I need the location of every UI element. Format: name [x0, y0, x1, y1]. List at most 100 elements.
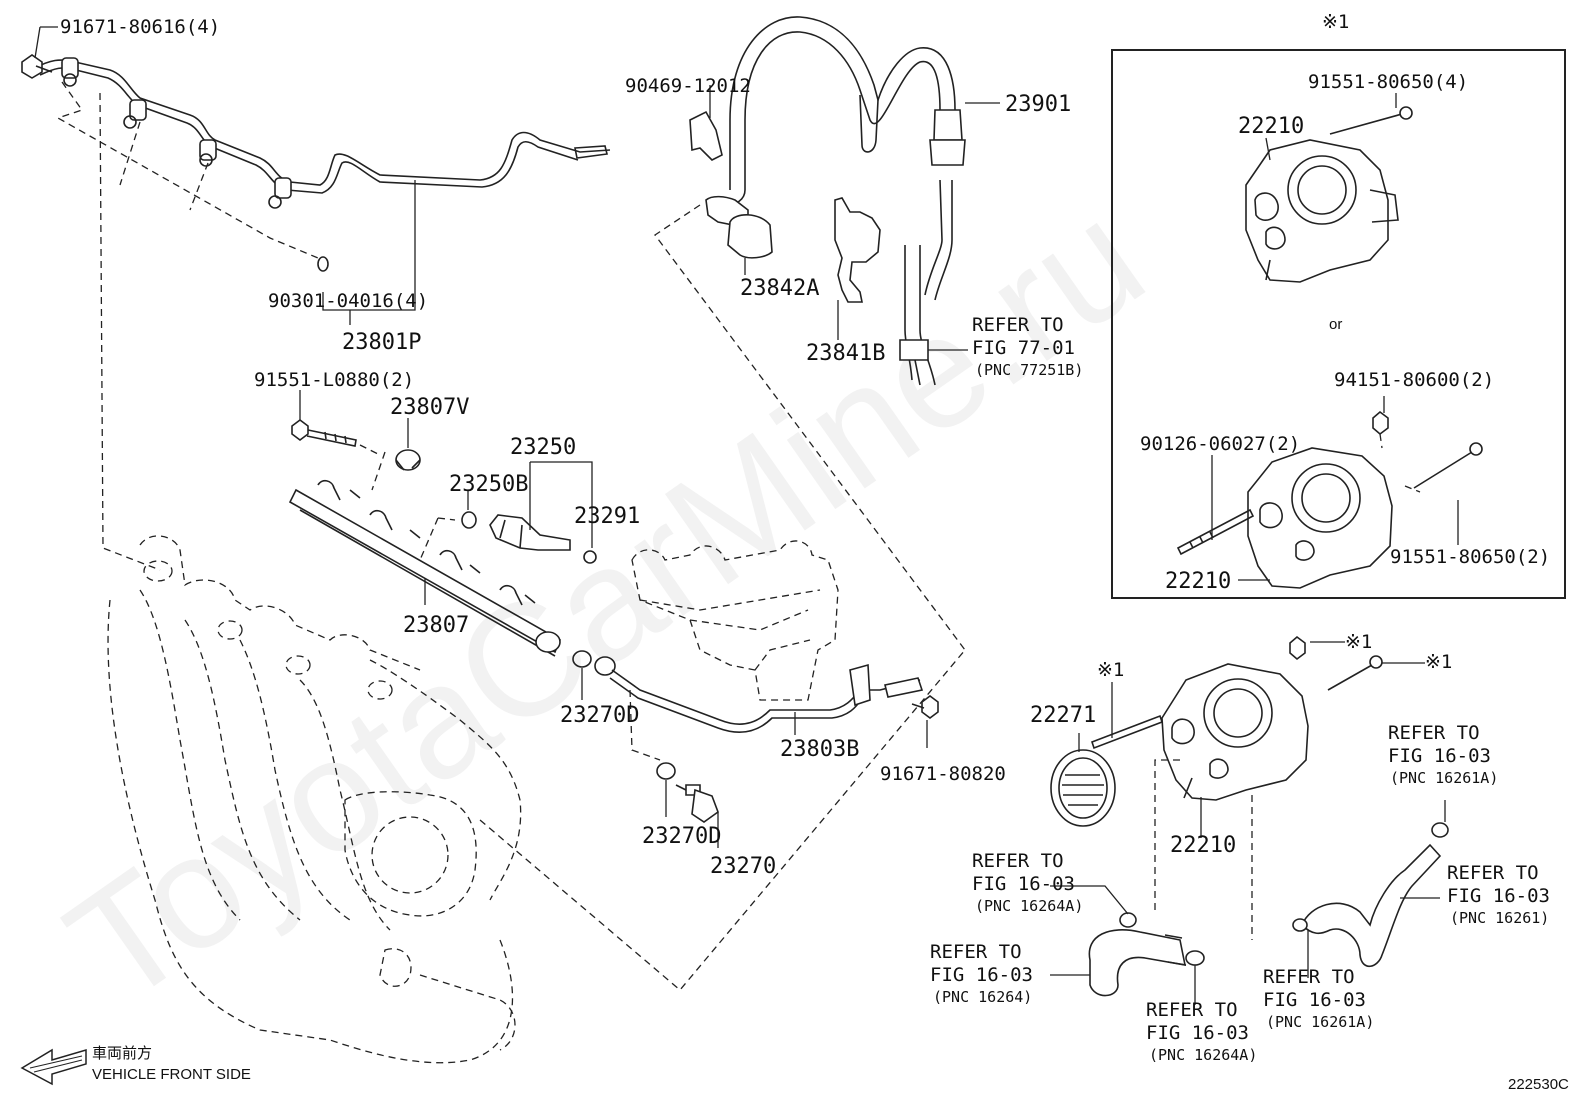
bolt-91551-80650-inset-a[interactable] [1329, 106, 1413, 135]
ref-16261-line1: REFER TO [1447, 862, 1539, 884]
gasket-23270d-lower[interactable] [656, 762, 676, 780]
seal-23291[interactable] [583, 550, 597, 564]
ref-16264a-mid-line2: FIG 16-03 [972, 873, 1075, 895]
direction-label-en: VEHICLE FRONT SIDE [92, 1066, 251, 1083]
connector-23842a[interactable] [705, 195, 773, 259]
ref-77-01-line2: FIG 77-01 [972, 337, 1075, 359]
spacer-23807v[interactable] [395, 449, 421, 471]
throttle-body-22210-inset-b[interactable] [1247, 447, 1393, 589]
label-23250b: 23250B [449, 472, 528, 497]
label-90126-06027: 90126-06027(2) [1140, 433, 1300, 455]
ref-77-01-line3: (PNC 77251B) [975, 361, 1083, 379]
direction-label-jp: 車両前方 [92, 1045, 152, 1062]
label-91551-l0880: 91551-L0880(2) [254, 369, 414, 391]
ref-16261a-bot-line1: REFER TO [1263, 966, 1355, 988]
bracket-23841b[interactable] [834, 197, 881, 303]
fuel-hose-23901[interactable] [727, 16, 966, 206]
stud-90126-06027[interactable] [1176, 508, 1255, 556]
label-91551-80650-4: 91551-80650(4) [1308, 71, 1468, 93]
intake-manifold [107, 535, 522, 1064]
throttle-body-22210-inset-a[interactable] [1245, 139, 1399, 283]
mark-main-a: ※1 [1097, 659, 1124, 681]
label-23901: 23901 [1005, 92, 1071, 117]
gasket-22271[interactable] [1050, 749, 1116, 827]
fuel-rail-23807[interactable] [288, 479, 562, 657]
inset-box [1111, 49, 1566, 599]
fuel-pipe-bracket-2 [123, 99, 147, 129]
ref-16261a-top-line1: REFER TO [1388, 722, 1480, 744]
ref-16264-line2: FIG 16-03 [930, 964, 1033, 986]
label-91671-80820: 91671-80820 [880, 763, 1006, 785]
label-23842a: 23842A [740, 276, 819, 301]
ref-16264-line3: (PNC 16264) [933, 988, 1032, 1006]
hose-refer-77-01 [899, 245, 936, 386]
ref-16261-line2: FIG 16-03 [1447, 885, 1550, 907]
label-90469-12012: 90469-12012 [625, 75, 751, 97]
ref-16264a-bot-line3: (PNC 16264A) [1149, 1046, 1257, 1064]
clamp-90469-12012[interactable] [689, 110, 723, 161]
o-ring-90301-04016[interactable] [317, 256, 329, 272]
label-22210-main: 22210 [1170, 833, 1236, 858]
fuel-pipe-23801p[interactable] [34, 57, 611, 209]
label-23270d-upper: 23270D [560, 703, 639, 728]
label-23270d-lower: 23270D [642, 824, 721, 849]
nut-94151-80600[interactable] [1372, 410, 1389, 436]
label-22210-inset-b: 22210 [1165, 569, 1231, 594]
label-23801p: 23801P [342, 330, 421, 355]
hose-16261[interactable] [1301, 843, 1442, 968]
fuel-tube-23803b[interactable] [594, 656, 924, 733]
fuel-pipe-bracket-1 [61, 57, 79, 87]
label-23803b: 23803B [780, 737, 859, 762]
label-22210-inset-a: 22210 [1238, 114, 1304, 139]
inset-or-text: or [1329, 316, 1342, 333]
ref-16264a-mid-line1: REFER TO [972, 850, 1064, 872]
cylinder-head [631, 540, 839, 701]
diagram-code: 222530C [1508, 1076, 1569, 1093]
label-23270: 23270 [710, 854, 776, 879]
bolt-91551-80650-inset-b[interactable] [1413, 442, 1483, 489]
ref-16261a-top-line2: FIG 16-03 [1388, 745, 1491, 767]
o-ring-23250b[interactable] [461, 511, 477, 529]
ref-16261a-bot-line2: FIG 16-03 [1263, 989, 1366, 1011]
clamp-16264a-lower[interactable] [1185, 950, 1205, 966]
stud-22271-mark [1090, 714, 1164, 750]
label-23807: 23807 [403, 613, 469, 638]
ref-16264-line1: REFER TO [930, 941, 1022, 963]
pulsation-damper-23270[interactable] [675, 784, 719, 823]
label-23807v: 23807V [390, 395, 469, 420]
ref-16261a-bot-line3: (PNC 16261A) [1266, 1013, 1374, 1031]
clamp-16261a-top[interactable] [1431, 822, 1449, 838]
ref-16261-line3: (PNC 16261) [1450, 909, 1549, 927]
bolt-91671-80820[interactable] [911, 695, 939, 719]
hose-16264[interactable] [1088, 929, 1187, 997]
nut-mark-main[interactable] [1289, 635, 1306, 661]
fuel-pipe-bracket-4 [268, 177, 292, 209]
injector-23250[interactable] [489, 514, 571, 551]
ref-16261a-top-line3: (PNC 16261A) [1390, 769, 1498, 787]
label-90301-04016: 90301-04016(4) [268, 290, 428, 312]
ref-16264a-bot-line1: REFER TO [1146, 999, 1238, 1021]
label-22271: 22271 [1030, 703, 1096, 728]
label-23291: 23291 [574, 504, 640, 529]
inset-mark: ※1 [1322, 11, 1349, 33]
mark-main-c: ※1 [1425, 651, 1452, 673]
gasket-23270d-upper[interactable] [572, 650, 592, 668]
label-91551-80650-2: 91551-80650(2) [1390, 546, 1550, 568]
label-94151-80600: 94151-80600(2) [1334, 369, 1494, 391]
clamp-16261a-bottom[interactable] [1292, 918, 1308, 932]
hose-23901-lower-tube [924, 179, 953, 301]
label-23841b: 23841B [806, 341, 885, 366]
ref-77-01-line1: REFER TO [972, 314, 1064, 336]
bolt-91671-80616[interactable] [21, 54, 53, 79]
label-91671-80616: 91671-80616(4) [60, 16, 220, 38]
ref-16264a-bot-line2: FIG 16-03 [1146, 1022, 1249, 1044]
clamp-16264a-upper[interactable] [1119, 912, 1137, 928]
fuel-pipe-bracket-3 [199, 139, 217, 167]
ref-16264a-mid-line3: (PNC 16264A) [975, 897, 1083, 915]
mark-main-b: ※1 [1345, 631, 1372, 653]
bolt-91551-l0880[interactable] [291, 419, 357, 447]
label-23250: 23250 [510, 435, 576, 460]
throttle-body-22210-main[interactable] [1161, 663, 1309, 801]
bolt-mark-main[interactable] [1327, 655, 1383, 691]
